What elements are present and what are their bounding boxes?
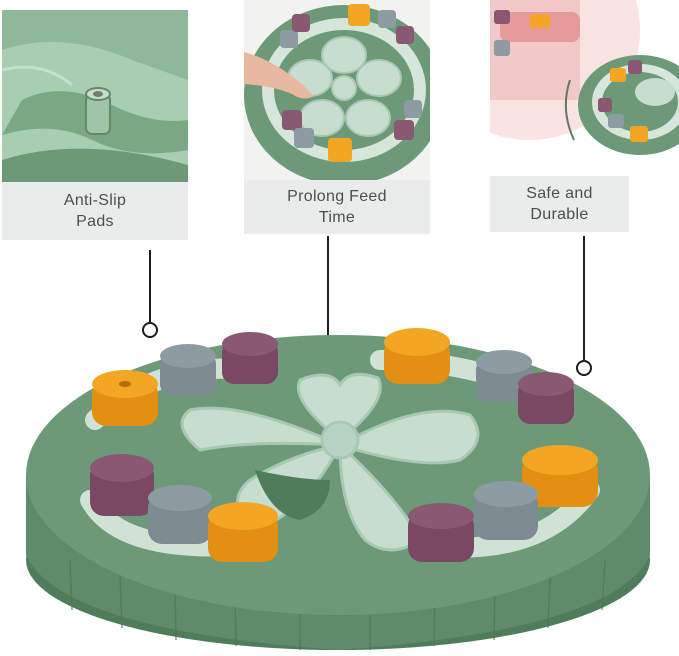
durable-board-icon — [490, 0, 679, 176]
prolong-feed-caption: Prolong Feed Time — [244, 180, 430, 234]
leader-line-1 — [149, 250, 151, 324]
feeder-puzzle-icon — [244, 0, 430, 180]
leader-line-2 — [327, 236, 329, 372]
prolong-feed-label: Prolong Feed Time — [287, 188, 387, 226]
prolong-feed-photo — [244, 0, 430, 180]
leader-line-3 — [583, 236, 585, 360]
leader-dot-icon — [142, 322, 158, 338]
safe-durable-label: Safe and Durable — [526, 185, 593, 223]
leader-dot-icon — [576, 360, 592, 376]
anti-slip-pad-icon — [2, 10, 188, 182]
slow-feeder-puzzle-board — [26, 328, 650, 650]
safe-durable-photo — [490, 0, 679, 176]
anti-slip-label: Anti-Slip Pads — [63, 192, 127, 230]
anti-slip-photo — [2, 10, 188, 182]
anti-slip-caption: Anti-Slip Pads — [2, 182, 188, 240]
safe-durable-caption: Safe and Durable — [490, 176, 629, 232]
